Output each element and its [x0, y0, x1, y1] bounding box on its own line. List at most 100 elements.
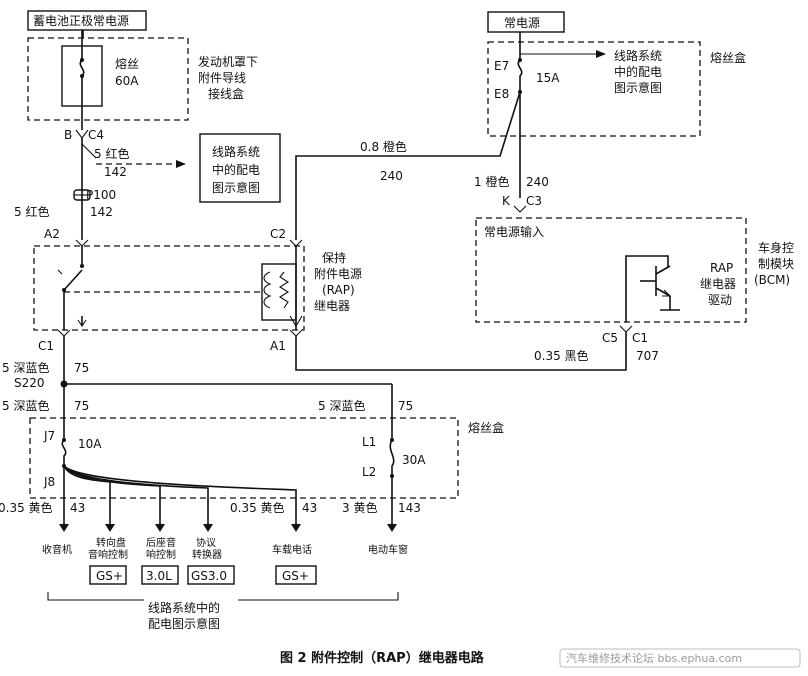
relay-pin-c1-label: C1 [38, 339, 54, 353]
wire-035-black-label: 0.35 黑色 [534, 349, 589, 363]
wire-035-yellow-label-b: 0.35 黄色 [230, 501, 285, 515]
underhood-box-label-1: 发动机罩下 [198, 54, 258, 69]
circuit-75-label-c: 75 [398, 399, 413, 413]
fuse-15a-rating: 15A [536, 71, 560, 85]
circuit-707-label: 707 [636, 349, 659, 363]
option-tag-gs30-text: GS3.0 [191, 569, 227, 583]
fuse-box-bottom [29, 417, 459, 499]
load-phone-label: 车载电话 [272, 543, 312, 556]
circuit-43-label-b: 43 [302, 501, 317, 515]
relay-pin-a1-label: A1 [270, 339, 286, 353]
pin-l2-label: L2 [362, 465, 376, 479]
watermark-text: 汽车维修技术论坛 bbs.ephua.com [566, 651, 742, 665]
distribution-reference-box-left [199, 133, 281, 203]
bcm-driver-wire [625, 255, 669, 322]
load-protocol-label-1: 协议 [196, 536, 216, 549]
relay-label-3: (RAP) [322, 283, 355, 297]
ref-box-left-line-3: 图示意图 [212, 180, 260, 195]
wire-43-steering [63, 465, 111, 528]
pin-j7-label: J7 [43, 429, 55, 443]
wire-43-protocol [63, 465, 209, 528]
splice-s220-label: S220 [14, 376, 45, 390]
fuse-10a-rating: 10A [78, 437, 102, 451]
watermark-box [559, 648, 801, 668]
bcm-label-2: 制模块 [758, 257, 794, 271]
relay-coil [263, 271, 272, 309]
wire-5-dark-blue-label-c: 5 深蓝色 [318, 399, 365, 413]
wire-5-dark-blue-label-b: 5 深蓝色 [2, 399, 49, 413]
fuse-30a-rating: 30A [402, 453, 426, 467]
wire-5-red-label-b: 5 红色 [14, 204, 49, 219]
underhood-junction-box [27, 37, 189, 121]
fuse-15a-element [517, 42, 523, 198]
fuse-10a-element [61, 439, 67, 466]
relay-label-4: 继电器 [314, 299, 350, 313]
load-steering-label-1: 转向盘 [96, 536, 126, 549]
fuse-30a-element [389, 439, 395, 476]
connector-c5-label: C5 [602, 331, 618, 345]
ref-box-left-line-1: 线路系统 [212, 144, 260, 159]
bcm-label-3: (BCM) [754, 273, 790, 287]
wire-5-dark-blue-label-a: 5 深蓝色 [2, 361, 49, 375]
fuse-60a-rating: 60A [115, 74, 139, 88]
ref-box-right-line-2: 中的配电 [614, 64, 662, 79]
rap-relay-box [33, 245, 305, 331]
rap-driver-label-2: 继电器 [700, 277, 736, 291]
load-rear-audio-label-2: 响控制 [146, 548, 176, 561]
ref-box-right-line-3: 图示意图 [614, 80, 662, 95]
connector-p100-label: P100 [86, 188, 116, 202]
figure-caption: 图 2 附件控制（RAP）继电器电路 [280, 650, 485, 666]
option-tag-3l [141, 565, 179, 585]
relay-switch-arm [63, 269, 83, 291]
option-tag-gs-plus-b [275, 565, 317, 585]
wire-5-red-label-a: 5 红色 [94, 146, 129, 161]
fuse-box-bottom-title: 熔丝盒 [468, 420, 504, 435]
pin-e7-label: E7 [494, 59, 509, 73]
circuit-75-label-b: 75 [74, 399, 89, 413]
connector-b-c4-symbol [75, 129, 89, 139]
load-steering-label-2: 音响控制 [88, 548, 128, 561]
circuit-43-label-a: 43 [70, 501, 85, 515]
circuit-142-label-a: 142 [104, 165, 127, 179]
option-tag-gs-plus-b-text: GS+ [282, 569, 309, 583]
circuit-240-label-a: 240 [380, 169, 403, 183]
relay-label-1: 保持 [322, 250, 346, 265]
ref-box-bottom-line-2: 配电图示意图 [148, 616, 220, 631]
wire-1-orange-label: 1 橙色 [474, 174, 509, 189]
wire-43-phone [63, 465, 297, 528]
relay-coil-frame [261, 263, 297, 321]
wire-08-orange-label: 0.8 橙色 [360, 139, 407, 154]
wire-43-rear-audio [63, 465, 161, 528]
pin-e8-label: E8 [494, 87, 509, 101]
ref-box-bottom-line-1: 线路系统中的 [148, 600, 220, 615]
connector-c3-label: C3 [526, 194, 542, 208]
wire-240-orange [295, 91, 521, 240]
underhood-box-label-3: 接线盒 [208, 86, 244, 101]
relay-resistor [278, 271, 290, 309]
option-tag-3l-text: 3.0L [146, 569, 172, 583]
relay-label-2: 附件电源 [314, 267, 362, 281]
battery-source-label: 蓄电池正极常电源 [33, 14, 129, 28]
wire-035-yellow-label-a: 0.35 黄色 [0, 501, 53, 515]
connector-c4-label: C4 [88, 128, 104, 142]
circuit-75-label-a: 75 [74, 361, 89, 375]
wire-707-black [295, 332, 627, 371]
load-rear-audio-label-1: 后座音 [146, 536, 176, 549]
bcm-label-1: 车身控 [758, 240, 794, 255]
constant-power-label: 常电源 [504, 16, 540, 30]
fuse-60a-element [79, 30, 85, 130]
ref-box-right-line-1: 线路系统 [614, 48, 662, 63]
battery-source-box [27, 10, 147, 31]
option-tag-gs-plus-a [89, 565, 127, 585]
circuit-142-label-b: 142 [90, 205, 113, 219]
circuit-143-label: 143 [398, 501, 421, 515]
relay-pin-c2-label: C2 [270, 227, 286, 241]
circuit-240-label-b: 240 [526, 175, 549, 189]
constant-power-box [487, 11, 565, 33]
wire-3-yellow-label: 3 黄色 [342, 501, 377, 515]
connector-b-label: B [64, 128, 72, 142]
relay-pin-a2-label: A2 [44, 227, 60, 241]
rap-driver-label-1: RAP [710, 261, 733, 275]
load-window-label: 电动车窗 [368, 543, 408, 556]
option-tag-gs-plus-a-text: GS+ [96, 569, 123, 583]
